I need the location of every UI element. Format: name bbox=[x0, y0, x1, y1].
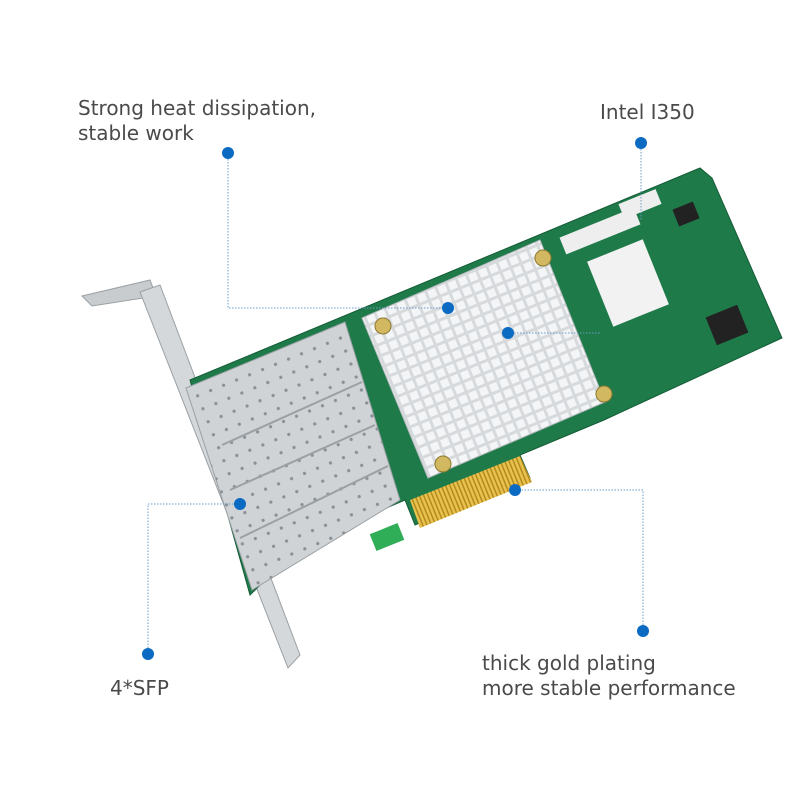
callout-gold-plating: thick gold plating more stable performan… bbox=[482, 651, 736, 701]
callout-line: Strong heat dissipation, bbox=[78, 96, 316, 120]
small-component bbox=[369, 523, 405, 551]
sfp-port-dividers bbox=[221, 381, 389, 539]
heatsink-screws bbox=[374, 249, 613, 473]
callout-line: thick gold plating bbox=[482, 651, 656, 675]
callout-heat-dissipation: Strong heat dissipation, stable work bbox=[78, 96, 316, 146]
heat-dot bbox=[222, 147, 234, 159]
callout-line: stable work bbox=[78, 121, 194, 145]
callout-intel-chip: Intel I350 bbox=[600, 100, 695, 124]
callout-sfp: 4*SFP bbox=[110, 676, 169, 700]
sfp-dot bbox=[142, 648, 154, 660]
chip-dot bbox=[635, 137, 647, 149]
callout-line: more stable performance bbox=[482, 676, 736, 700]
callout-dots bbox=[142, 137, 649, 660]
callout-lines bbox=[147, 143, 644, 654]
pcb-components bbox=[559, 189, 749, 346]
gold-fingers bbox=[410, 456, 532, 528]
gold-dot bbox=[637, 625, 649, 637]
